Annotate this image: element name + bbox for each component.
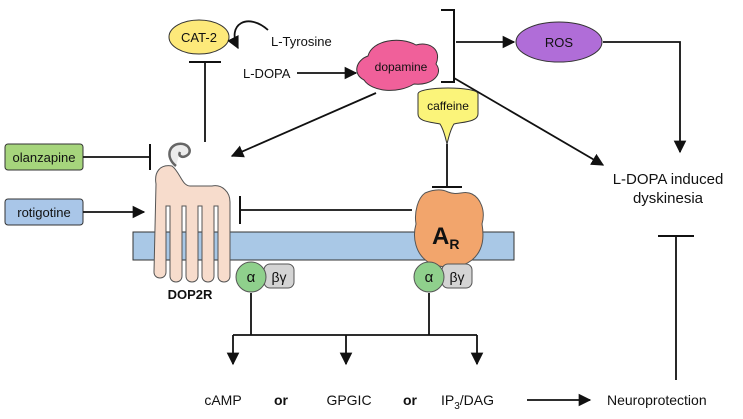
or-label-1: or [274, 392, 289, 408]
l-tyrosine-label: L-Tyrosine [271, 34, 332, 49]
dopamine-node: dopamine [356, 39, 439, 91]
dop2r-receptor [153, 142, 231, 283]
camp-label: cAMP [204, 392, 241, 408]
gpgic-label: GPGIC [326, 392, 371, 408]
dyskinesia-label-line2: dyskinesia [633, 190, 704, 207]
ar-betagamma-label: βγ [449, 269, 464, 285]
dopamine-label: dopamine [375, 60, 428, 74]
dop2r-g-protein: βγ α [235, 261, 295, 293]
cat2-label: CAT-2 [181, 30, 217, 45]
ros-node: ROS [515, 21, 603, 63]
ar-receptor: AR [414, 189, 484, 268]
rotigotine-label: rotigotine [17, 205, 70, 220]
dyskinesia-label-line1: L-DOPA induced [613, 171, 724, 188]
dop2r-ligand-pocket [168, 142, 191, 167]
ar-g-protein: βγ α [413, 261, 473, 293]
caffeine-node: caffeine [417, 87, 479, 145]
or-label-2: or [403, 392, 418, 408]
dop2r-alpha-label: α [247, 269, 256, 286]
ip3-dag-label: IP3/DAG [441, 392, 494, 412]
ar-label: AR [432, 223, 459, 252]
downstream-branches [226, 293, 484, 366]
olanzapine-label: olanzapine [13, 150, 76, 165]
olanzapine-box: olanzapine [4, 143, 84, 171]
dopamine-to-dop2r-arrow [230, 92, 377, 158]
l-dopa-label: L-DOPA [243, 66, 291, 81]
tyrosine-curved-arrow [227, 20, 269, 50]
rotigotine-box: rotigotine [4, 198, 84, 226]
cat2-node: CAT-2 [168, 19, 230, 55]
ros-to-dyskinesia-arrow [603, 41, 687, 154]
ar-alpha-label: α [425, 269, 434, 286]
dopamine-bracket [441, 9, 455, 83]
caffeine-label: caffeine [427, 99, 469, 113]
neuroprotection-label: Neuroprotection [607, 392, 707, 408]
to-dyskinesia-arrow [453, 77, 605, 166]
dop2r-betagamma-label: βγ [271, 269, 286, 285]
ros-label: ROS [545, 35, 574, 50]
dop2r-label: DOP2R [168, 287, 213, 302]
